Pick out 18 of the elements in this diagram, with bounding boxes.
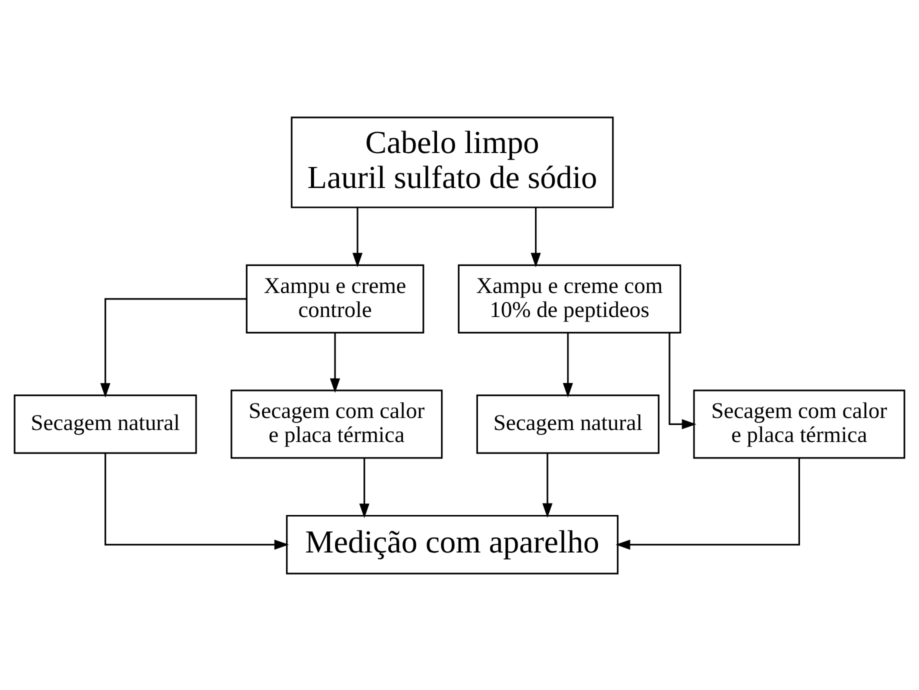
arrow (668, 332, 696, 429)
arrow (359, 458, 370, 518)
node-box: Medição com aparelho (286, 514, 618, 574)
arrow (104, 452, 289, 550)
node-box: Secagem com calor e placa térmica (693, 389, 906, 458)
arrow (100, 298, 246, 398)
node-box: Xampu e creme controle (246, 264, 424, 333)
node-box: Cabelo limpo Lauril sulfato de sódio (290, 116, 614, 208)
arrow (616, 458, 800, 550)
node-box: Secagem natural (476, 394, 660, 454)
arrow (542, 452, 552, 518)
node-box: Xampu e creme com 10% de peptideos (458, 264, 682, 333)
arrow (530, 207, 541, 267)
node-box: Secagem natural (14, 394, 197, 454)
arrow (352, 207, 363, 267)
arrow (330, 332, 340, 392)
node-box: Secagem com calor e placa térmica (230, 389, 443, 458)
arrow (562, 332, 573, 398)
